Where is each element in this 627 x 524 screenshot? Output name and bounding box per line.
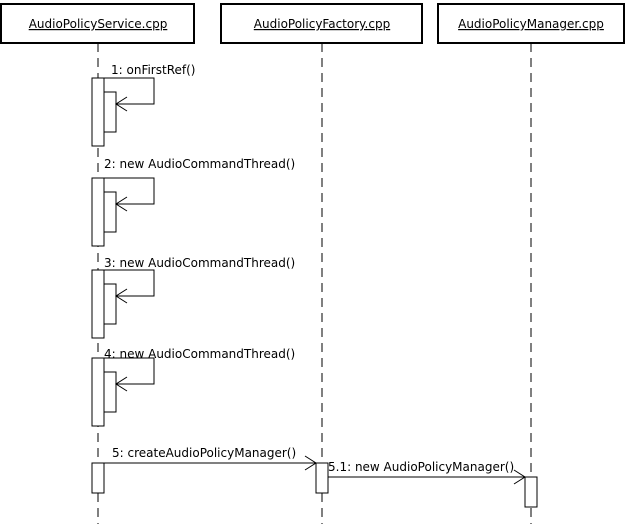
arrowhead [304, 455, 317, 471]
message-line [104, 177, 155, 205]
participant-audiopolicymanager: AudioPolicyManager.cpp [437, 3, 625, 44]
participant-label-audiopolicyservice: AudioPolicyService.cpp [29, 17, 168, 31]
activation-bar [91, 269, 105, 339]
activation-bar [91, 77, 105, 147]
activation-bar-manager [524, 476, 538, 508]
activation-bar-nested [103, 191, 117, 233]
participant-label-audiopolicyfactory: AudioPolicyFactory.cpp [254, 17, 390, 31]
participant-audiopolicyfactory: AudioPolicyFactory.cpp [220, 3, 423, 44]
activation-bar-factory [315, 462, 329, 494]
activation-bar [91, 357, 105, 427]
message-1-self-call: 1: onFirstRef() [91, 63, 195, 147]
message-label: 4: new AudioCommandThread() [104, 347, 295, 361]
arrowhead [513, 469, 526, 485]
message-label: 5.1: new AudioPolicyManager() [328, 460, 514, 474]
message-label: 2: new AudioCommandThread() [104, 157, 295, 171]
activation-bar [91, 177, 105, 247]
message-label: 5: createAudioPolicyManager() [112, 446, 296, 460]
participant-audiopolicyservice: AudioPolicyService.cpp [0, 3, 195, 44]
message-line [104, 357, 155, 385]
message-label: 3: new AudioCommandThread() [104, 256, 295, 270]
arrowhead [115, 96, 128, 112]
activation-bar-nested [103, 91, 117, 133]
message-5-1-call: 5.1: new AudioPolicyManager() [328, 460, 538, 508]
message-5-call: 5: createAudioPolicyManager() [91, 446, 329, 494]
arrowhead [115, 196, 128, 212]
message-3-self-call: 3: new AudioCommandThread() [91, 256, 295, 339]
arrowhead [115, 376, 128, 392]
message-line [104, 77, 155, 105]
activation-bar-nested [103, 371, 117, 413]
arrowhead [115, 288, 128, 304]
message-line [104, 269, 155, 297]
participant-label-audiopolicymanager: AudioPolicyManager.cpp [458, 17, 604, 31]
message-label: 1: onFirstRef() [111, 63, 195, 77]
message-2-self-call: 2: new AudioCommandThread() [91, 157, 295, 247]
activation-bar-nested [103, 283, 117, 325]
activation-bar [91, 462, 105, 494]
message-4-self-call: 4: new AudioCommandThread() [91, 347, 295, 427]
